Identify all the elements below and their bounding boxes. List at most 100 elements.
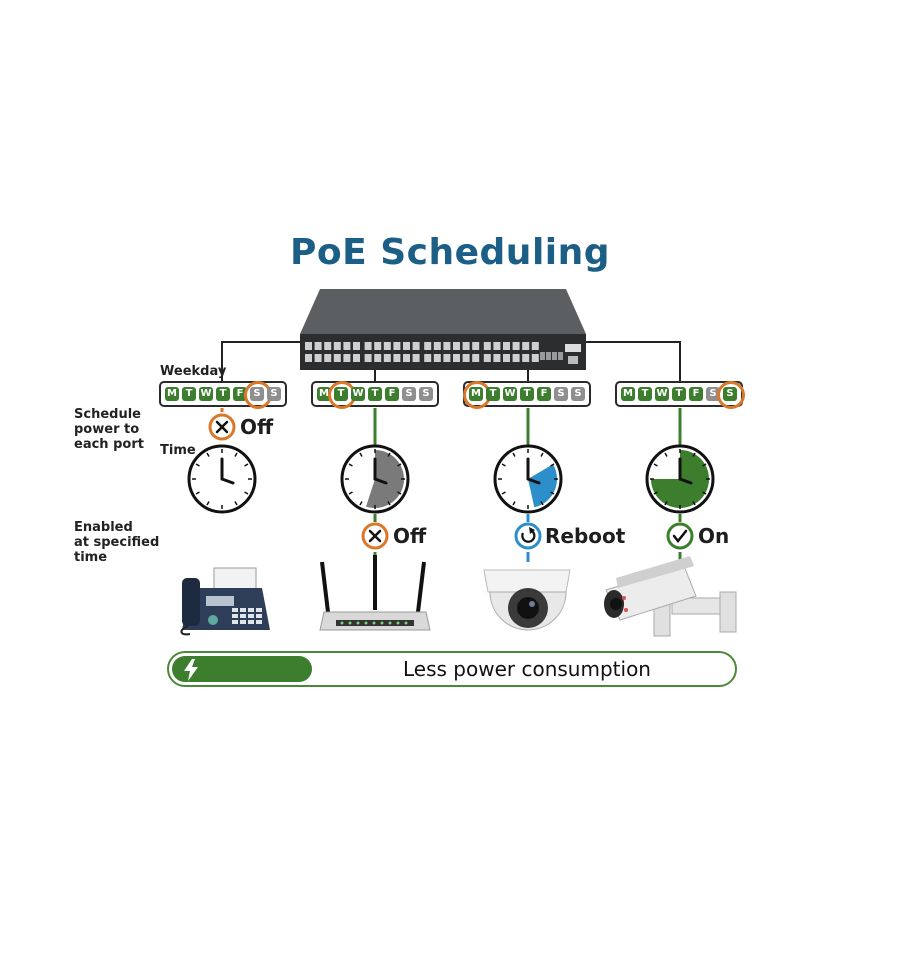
switch-port xyxy=(343,354,351,362)
reboot-icon xyxy=(514,522,542,550)
switch-port xyxy=(403,354,410,362)
switch-port xyxy=(393,342,401,350)
wifi-router-icon xyxy=(319,555,431,631)
weekday-m-toggle[interactable]: M xyxy=(463,381,491,409)
weekday-s-toggle[interactable]: S xyxy=(717,381,745,409)
switch-port xyxy=(403,342,410,350)
clock-icon xyxy=(340,444,410,514)
switch-port xyxy=(443,354,451,362)
switch-port xyxy=(314,354,322,362)
weekday-s-toggle[interactable]: S xyxy=(419,387,433,401)
switch-port xyxy=(433,342,441,350)
weekday-s-toggle[interactable]: S xyxy=(706,387,720,401)
switch-port xyxy=(364,342,372,350)
switch-port xyxy=(503,342,510,350)
time-label: Time xyxy=(160,443,196,458)
switch-port xyxy=(522,354,530,362)
switch-port xyxy=(462,354,470,362)
switch-port xyxy=(531,354,539,362)
switch-port xyxy=(324,354,332,362)
switch-port xyxy=(424,354,432,362)
clock-icon xyxy=(187,444,257,514)
port-2-status: Off xyxy=(393,524,427,548)
switch-port xyxy=(324,342,332,350)
lightning-icon xyxy=(184,659,198,681)
weekday-f-toggle[interactable]: F xyxy=(537,387,551,401)
weekday-t-toggle[interactable]: T xyxy=(216,387,230,401)
switch-port xyxy=(462,342,470,350)
port-4-status: On xyxy=(698,524,730,548)
switch-port xyxy=(333,354,341,362)
weekday-f-toggle[interactable]: F xyxy=(689,387,703,401)
weekday-w-toggle[interactable]: W xyxy=(503,387,517,401)
switch-port xyxy=(483,354,491,362)
switch-port xyxy=(512,354,520,362)
weekday-m-toggle[interactable]: M xyxy=(317,387,331,401)
weekday-w-toggle[interactable]: W xyxy=(351,387,365,401)
switch-sfp-port xyxy=(540,352,545,360)
switch-port xyxy=(383,342,391,350)
switch-sfp-port xyxy=(546,352,551,360)
weekday-t-toggle[interactable]: T xyxy=(672,387,686,401)
switch-port xyxy=(353,354,360,362)
switch-port xyxy=(453,342,460,350)
switch-port xyxy=(353,342,360,350)
switch-port xyxy=(493,342,501,350)
weekday-t-toggle[interactable]: T xyxy=(182,387,196,401)
weekday-s-toggle[interactable]: S xyxy=(267,387,281,401)
switch-port xyxy=(314,342,322,350)
network-switch-icon xyxy=(300,289,586,370)
weekday-t-toggle[interactable]: T xyxy=(520,387,534,401)
weekday-s-toggle[interactable]: S xyxy=(571,387,585,401)
switch-port xyxy=(305,354,312,362)
weekday-m-toggle[interactable]: M xyxy=(165,387,179,401)
schedule-label-line: power to xyxy=(74,422,140,437)
weekday-t-toggle[interactable]: T xyxy=(368,387,382,401)
port-1-status-top: Off xyxy=(240,415,274,439)
weekday-t-toggle[interactable]: T xyxy=(638,387,652,401)
switch-port xyxy=(512,342,520,350)
weekday-s-toggle[interactable]: S xyxy=(402,387,416,401)
weekday-w-toggle[interactable]: W xyxy=(655,387,669,401)
weekday-f-toggle[interactable]: F xyxy=(385,387,399,401)
switch-sfp-port xyxy=(558,352,563,360)
dome-camera-icon xyxy=(483,569,571,631)
weekday-f-toggle[interactable]: F xyxy=(233,387,247,401)
enabled-label-line: at specified xyxy=(74,535,160,550)
switch-port xyxy=(483,342,491,350)
weekday-t-toggle[interactable]: T xyxy=(486,387,500,401)
port-3-status: Reboot xyxy=(545,524,626,548)
schedule-label-line: Schedule xyxy=(74,407,141,422)
switch-port xyxy=(412,342,420,350)
switch-sfp-port xyxy=(552,352,557,360)
weekday-s-toggle[interactable]: S xyxy=(244,381,272,409)
clock-active-sector xyxy=(528,464,558,508)
switch-port xyxy=(364,354,372,362)
weekday-s-toggle[interactable]: S xyxy=(554,387,568,401)
weekday-m-toggle[interactable]: M xyxy=(621,387,635,401)
switch-port xyxy=(374,342,382,350)
schedule-label: Schedule power to each port xyxy=(74,407,144,452)
switch-port xyxy=(503,354,510,362)
switch-port xyxy=(443,342,451,350)
weekday-w-toggle[interactable]: W xyxy=(199,387,213,401)
switch-port xyxy=(412,354,420,362)
switch-port xyxy=(343,342,351,350)
weekday-t-toggle[interactable]: T xyxy=(328,381,356,409)
switch-port xyxy=(333,342,341,350)
enabled-label: Enabled at specified time xyxy=(74,520,159,565)
switch-port xyxy=(472,342,480,350)
switch-port xyxy=(531,342,539,350)
enabled-label-line: Enabled xyxy=(74,520,133,535)
switch-port xyxy=(493,354,501,362)
clock-icon xyxy=(493,444,563,514)
power-saving-label: Less power consumption xyxy=(403,657,651,681)
switch-port xyxy=(393,354,401,362)
switch-port xyxy=(433,354,441,362)
